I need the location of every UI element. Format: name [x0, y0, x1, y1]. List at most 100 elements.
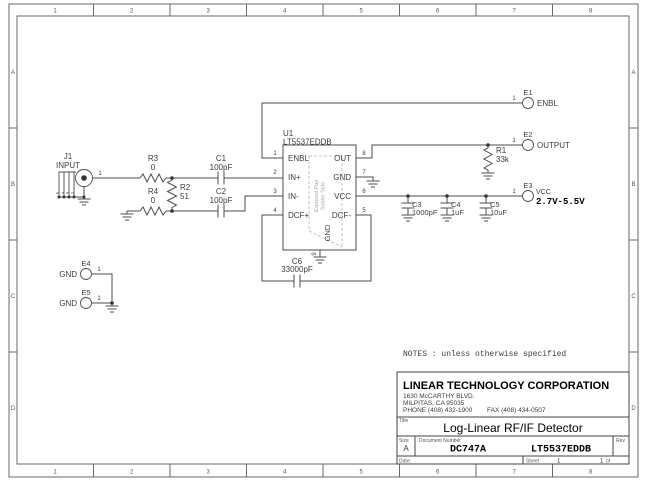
capacitor-c4: C4 1uF — [440, 200, 464, 217]
u1-pin-vcc: VCC — [334, 192, 351, 201]
u1-pad-note-line1: Exposed Pad — [314, 180, 320, 213]
j1-shield-pin-4: 4 — [61, 191, 66, 194]
col-label-bot-3: 3 — [207, 470, 211, 476]
c3-ref: C3 — [412, 200, 422, 209]
ground-r4 — [120, 211, 134, 221]
doc-part-value: LT5537EDDB — [531, 445, 591, 456]
e1-pin-number: 1 — [512, 96, 516, 102]
junction-dots — [57, 143, 490, 305]
e4-label: GND — [59, 270, 77, 279]
j1-pin-number: 1 — [98, 171, 102, 177]
u1-pin-num-6: 6 — [362, 189, 366, 195]
e3-label: VCC — [536, 189, 551, 196]
u1-pin-num-9: 9 — [312, 252, 318, 256]
notes-text: NOTES : unless otherwise specified — [403, 350, 566, 359]
col-label-top-6: 6 — [436, 9, 440, 15]
title-block: LINEAR TECHNOLOGY CORPORATION 1630 McCAR… — [396, 371, 630, 465]
col-label-top-2: 2 — [130, 9, 134, 15]
u1-pin-in-minus: IN- — [288, 192, 299, 201]
wires — [91, 102, 523, 304]
c2-value: 100pF — [210, 196, 233, 205]
j1-shield-pin-2: 2 — [71, 191, 76, 194]
doc-number-label: Document Number — [419, 438, 461, 444]
j1-shield-pins — [58, 171, 84, 198]
doc-number-value: DC747A — [450, 445, 486, 456]
ic-u1: U1 LT5537EDDB ENBL IN+ IN- DCF+ OUT GND … — [273, 129, 366, 256]
e5-pin-number: 1 — [97, 296, 101, 302]
col-label-bot-1: 1 — [53, 470, 57, 476]
title-label: Title — [399, 418, 408, 424]
e1-label: ENBL — [537, 99, 558, 108]
j1-shield-pin-5: 5 — [56, 191, 61, 194]
sheet-number: 1 — [557, 459, 561, 465]
c1-value: 100pF — [210, 163, 233, 172]
e2-label: OUTPUT — [537, 141, 570, 150]
col-label-top-4: 4 — [283, 9, 287, 15]
row-label-right-a: A — [631, 70, 635, 76]
ground-symbols — [77, 170, 495, 313]
c5-ref: C5 — [490, 200, 500, 209]
col-label-bot-5: 5 — [360, 470, 364, 476]
e2-ref: E2 — [523, 130, 532, 139]
row-label-right-c: C — [631, 294, 636, 300]
c5-value: 10uF — [490, 208, 508, 217]
company-address-1: 1630 McCARTHY BLVD. — [403, 393, 475, 400]
col-label-bot-4: 4 — [283, 470, 287, 476]
j1-ref: J1 — [64, 152, 73, 161]
company-address-2: MILPITAS, CA 95035 — [403, 400, 465, 407]
ground-u1-pin9 — [313, 256, 327, 264]
c6-ref: C6 — [292, 257, 303, 266]
c1-ref: C1 — [216, 154, 227, 163]
capacitor-c3: C3 1000pF — [401, 200, 438, 217]
e3-ref: E3 — [523, 181, 532, 190]
ground-c5 — [479, 214, 493, 222]
row-label-right-b: B — [631, 182, 635, 188]
col-label-bot-2: 2 — [130, 470, 134, 476]
r2-ref: R2 — [180, 183, 191, 192]
capacitor-c6: C6 33000pF — [281, 257, 313, 288]
u1-pin-in-plus: IN+ — [288, 173, 301, 182]
r3-ref: R3 — [148, 154, 159, 163]
u1-pin-num-7: 7 — [362, 170, 366, 176]
row-label-left-d: D — [11, 406, 16, 412]
schematic-title: Log-Linear RF/IF Detector — [443, 421, 582, 435]
e5-ref: E5 — [81, 288, 90, 297]
ground-u1-pin7 — [366, 180, 380, 188]
col-label-bot-6: 6 — [436, 470, 440, 476]
r1-ref: R1 — [496, 146, 507, 155]
sheet-border: 1 2 3 4 5 6 7 8 1 2 3 4 5 6 7 8 A B C D … — [8, 3, 639, 478]
terminal-e4: E4 1 GND — [59, 259, 101, 280]
r3-value: 0 — [151, 163, 156, 172]
ruler-ticks — [9, 4, 638, 477]
e5-label: GND — [59, 299, 77, 308]
e3-voltage-range: 2.7V-5.5V — [536, 197, 585, 207]
e3-pin-number: 1 — [512, 189, 516, 195]
size-value: A — [403, 444, 409, 453]
capacitor-c2: C2 100pF — [210, 187, 233, 218]
col-label-top-7: 7 — [513, 9, 517, 15]
u1-ref: U1 — [283, 129, 294, 138]
c4-ref: C4 — [451, 200, 461, 209]
col-label-bot-7: 7 — [513, 470, 517, 476]
u1-pin-gnd: GND — [333, 173, 351, 182]
e4-pin-number: 1 — [97, 267, 101, 273]
u1-pin-num-4: 4 — [273, 208, 277, 214]
u1-pin-enbl: ENBL — [288, 154, 309, 163]
r4-value: 0 — [151, 196, 156, 205]
u1-pin-num-8: 8 — [362, 151, 366, 157]
r2-value: 51 — [180, 192, 189, 201]
u1-pin-num-3: 3 — [273, 189, 277, 195]
j1-shield-pin-3: 3 — [66, 191, 71, 194]
col-label-top-5: 5 — [360, 9, 364, 15]
row-label-right-d: D — [631, 406, 636, 412]
capacitor-c1: C1 100pF — [210, 154, 233, 185]
u1-exposed-pad-outline — [308, 155, 343, 248]
e1-ref: E1 — [523, 88, 532, 97]
company-name: LINEAR TECHNOLOGY CORPORATION — [403, 380, 609, 392]
c6-value: 33000pF — [281, 265, 313, 274]
c3-value: 1000pF — [412, 208, 438, 217]
u1-pin-dcf-minus: DCF- — [332, 211, 351, 220]
sheet-total: 1 — [600, 459, 604, 465]
